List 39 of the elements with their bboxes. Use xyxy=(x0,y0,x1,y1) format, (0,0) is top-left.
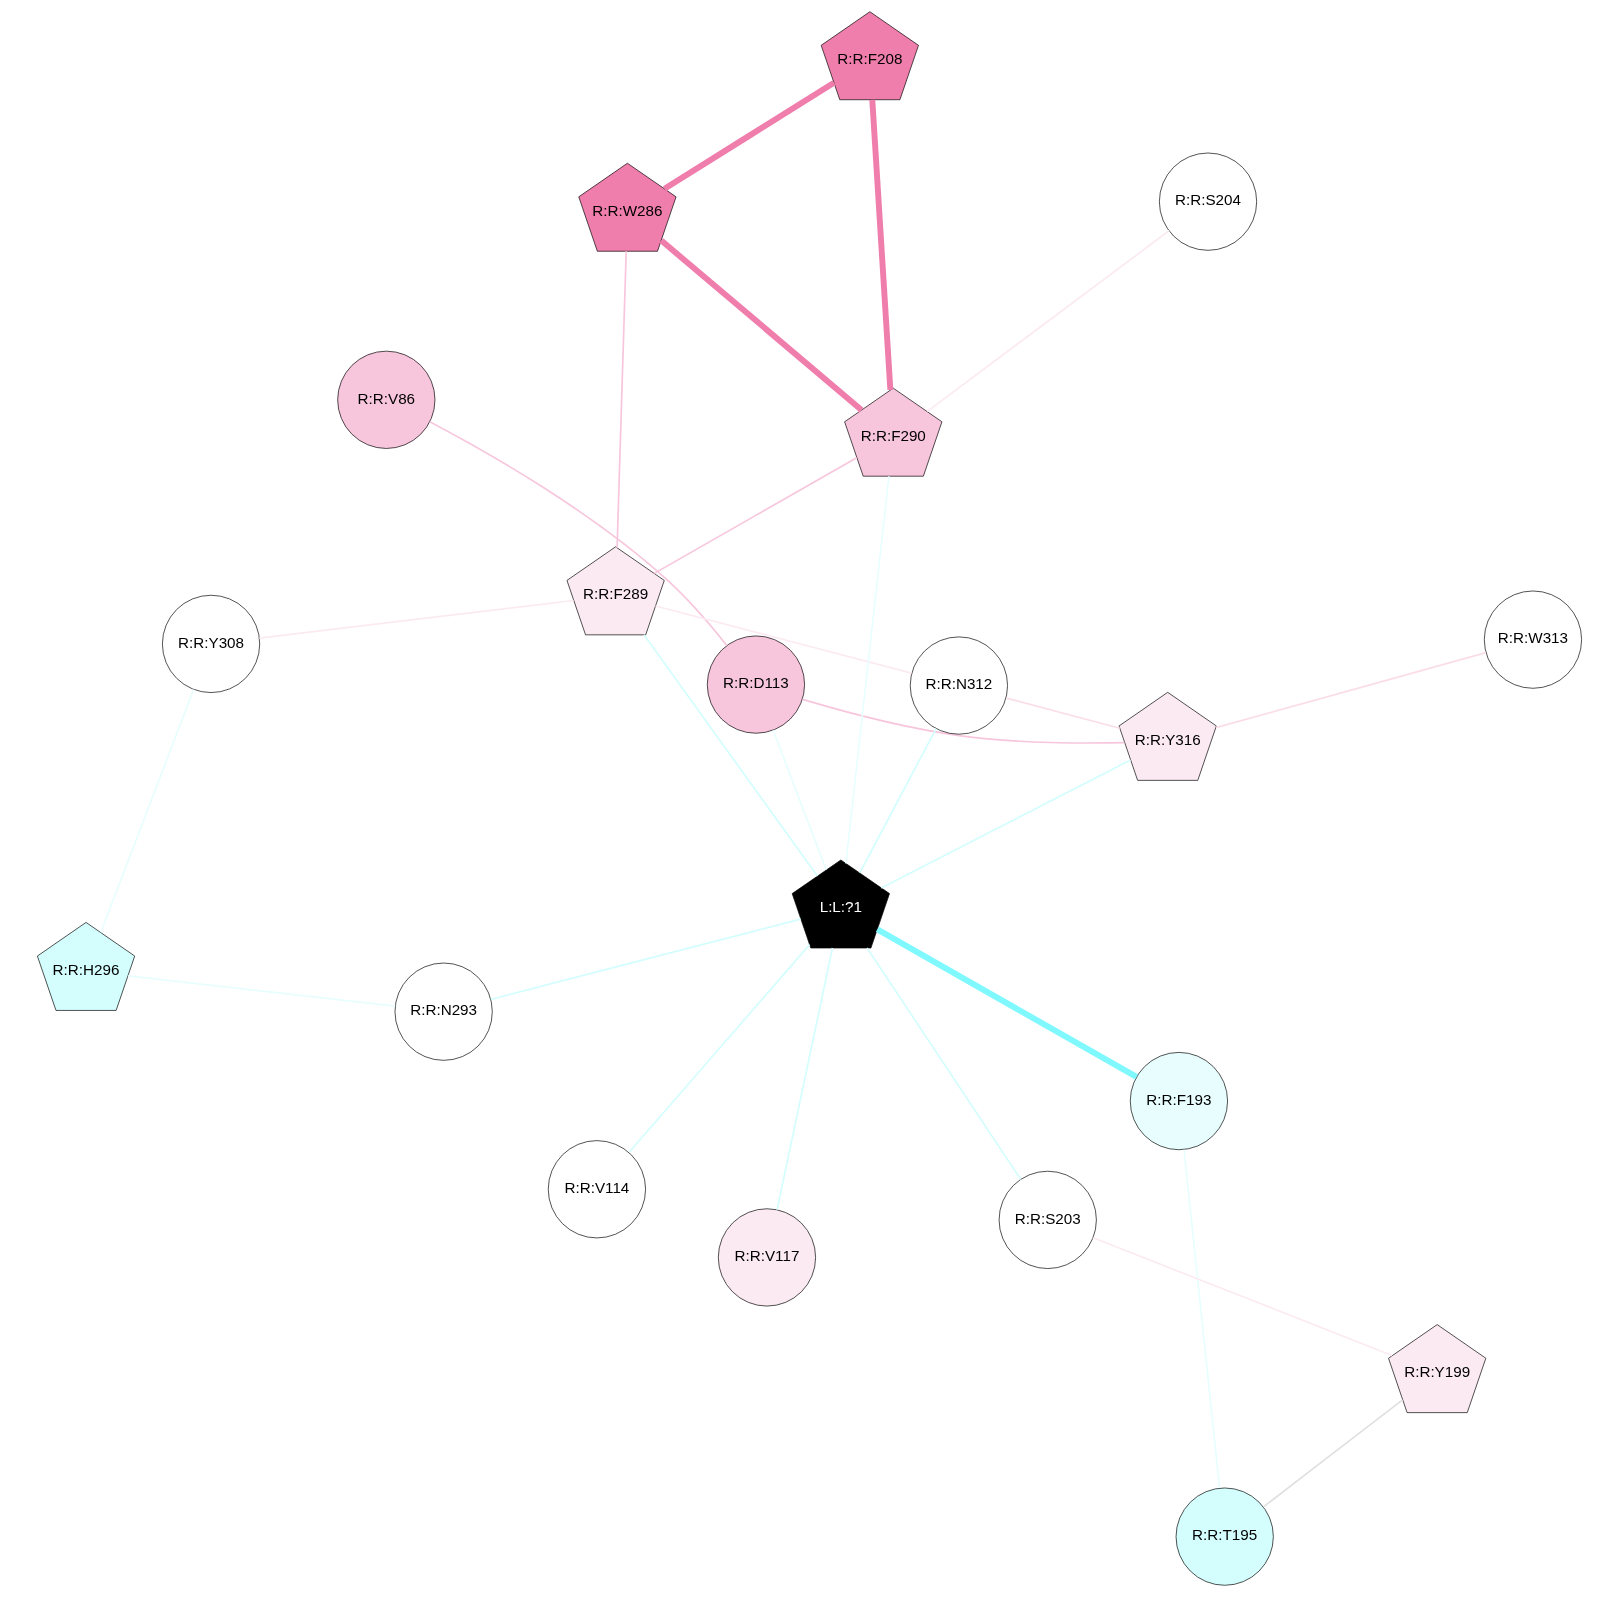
connector xyxy=(615,250,627,549)
connector xyxy=(1091,1237,1393,1357)
node-circle: R:R:S204 xyxy=(1158,152,1257,251)
connector xyxy=(801,698,1125,744)
connector xyxy=(99,688,194,934)
connector xyxy=(642,634,818,877)
connector xyxy=(428,420,728,647)
node-circle: R:R:W313 xyxy=(1483,590,1582,689)
node-circle: R:R:Y308 xyxy=(161,594,260,693)
connector xyxy=(654,605,912,674)
connector xyxy=(865,947,1022,1181)
connector xyxy=(844,475,890,865)
connector xyxy=(858,727,937,874)
connector xyxy=(627,943,810,1154)
connector xyxy=(662,80,836,192)
connector xyxy=(771,729,827,871)
node-circle: R:R:T195 xyxy=(1175,1487,1274,1586)
connector xyxy=(489,918,801,1001)
connector xyxy=(1004,697,1121,730)
connector xyxy=(258,599,574,639)
node-circle: R:R:D113 xyxy=(706,635,805,734)
connector xyxy=(658,238,863,413)
connector xyxy=(1182,1148,1220,1489)
connector xyxy=(868,99,893,391)
node-circle: R:R:F193 xyxy=(1129,1052,1228,1151)
connector xyxy=(1214,651,1487,729)
connector xyxy=(879,759,1131,889)
connector xyxy=(1262,1399,1403,1508)
node-circle: R:R:V117 xyxy=(717,1208,816,1307)
node-circle: R:R:N293 xyxy=(394,962,493,1061)
connector xyxy=(652,456,858,575)
connector xyxy=(875,926,1138,1080)
connector xyxy=(126,975,396,1008)
connector xyxy=(925,229,1170,413)
connector xyxy=(775,947,833,1211)
node-circle: R:R:N312 xyxy=(909,636,1008,735)
node-circle: R:R:V114 xyxy=(547,1140,646,1239)
node-circle: R:R:S203 xyxy=(998,1170,1097,1269)
node-circle: R:R:V86 xyxy=(336,350,435,449)
